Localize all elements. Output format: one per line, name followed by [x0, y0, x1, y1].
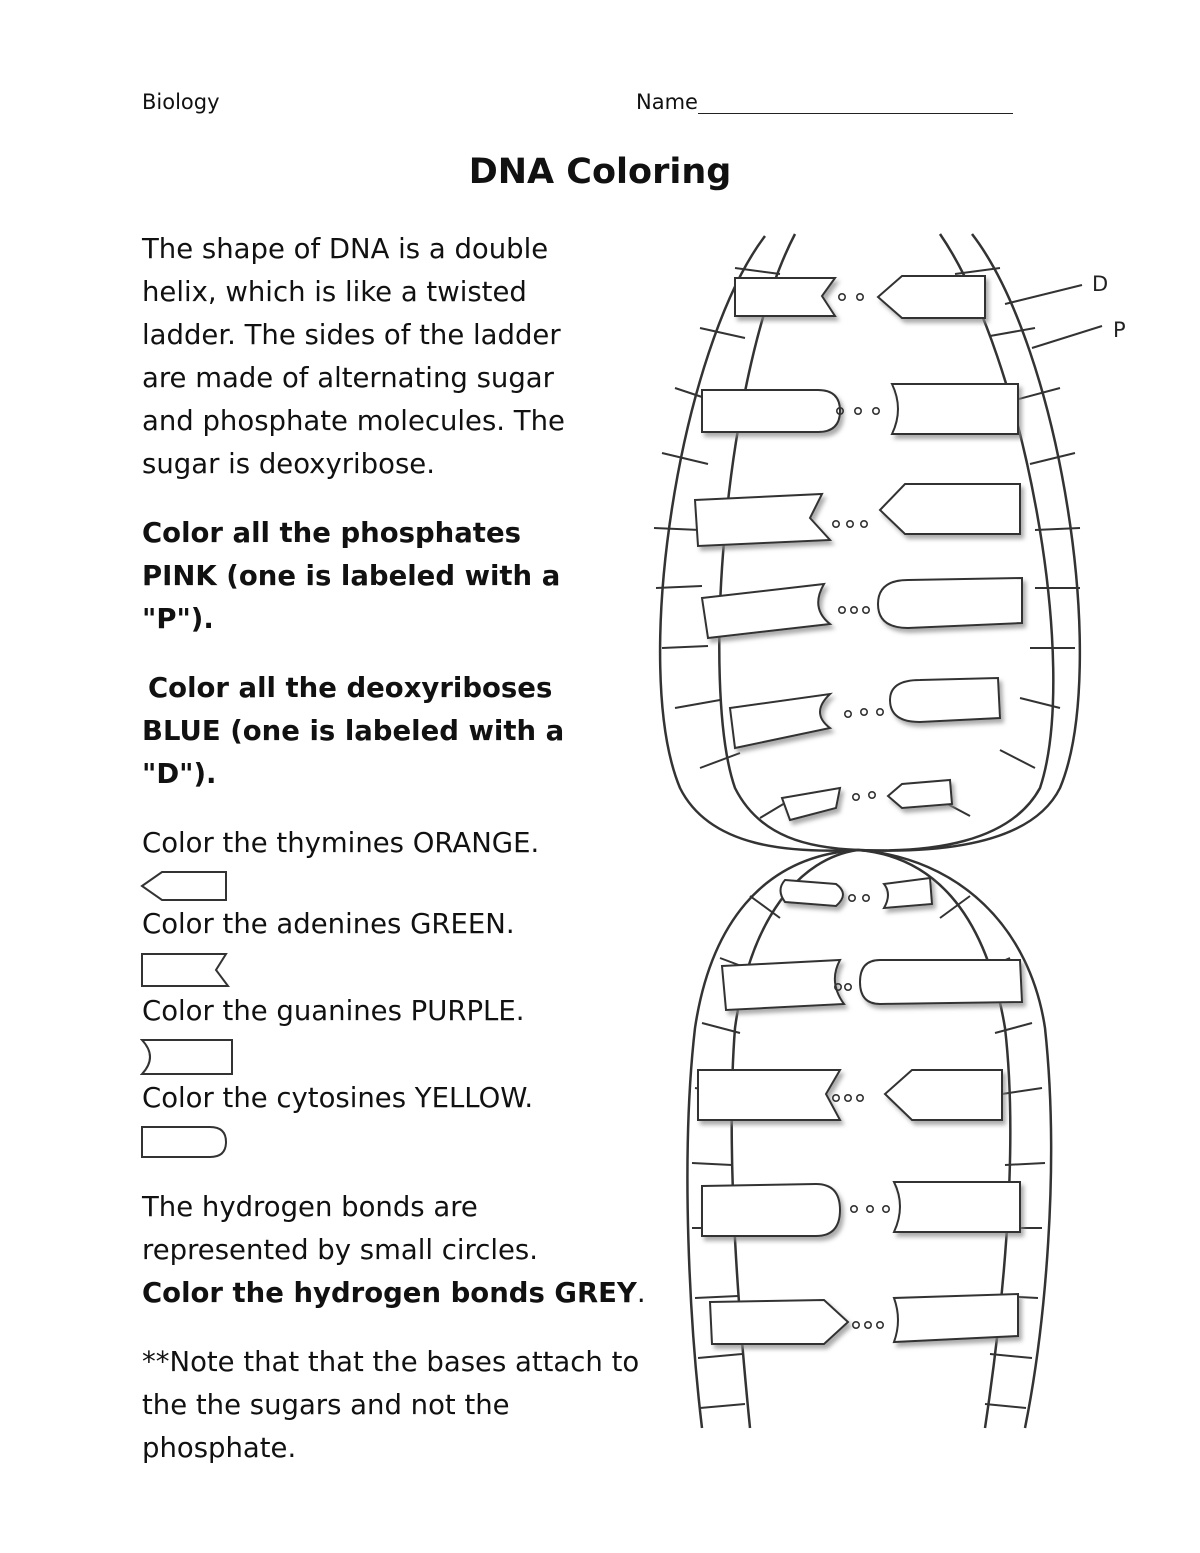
- thymine-instruction: Color the thymines ORANGE.: [142, 827, 540, 859]
- guanine-instruction: Color the guanines PURPLE.: [142, 995, 525, 1027]
- cytosine-instruction: Color the cytosines YELLOW.: [142, 1082, 534, 1114]
- dna-helix-svg: D P: [653, 233, 1126, 1429]
- name-field[interactable]: Name: [636, 90, 1013, 114]
- deoxyribose-label: D: [1092, 272, 1108, 296]
- phosphate-label: P: [1113, 318, 1126, 342]
- adenine-instruction: Color the adenines GREEN.: [142, 908, 515, 940]
- hbond-instruction: Color the hydrogen bonds GREY: [142, 1277, 637, 1309]
- cytosine-shape-icon: [141, 1126, 228, 1158]
- thymine-shape-icon: [140, 871, 227, 901]
- phosphate-instruction: Color all the phosphates PINK (one is la…: [142, 517, 561, 635]
- deoxyribose-instruction: Color all the deoxyriboses BLUE (one is …: [142, 672, 565, 790]
- note-paragraph: **Note that that the bases attach to the…: [142, 1346, 640, 1464]
- intro-paragraph: The shape of DNA is a double helix, whic…: [142, 233, 565, 480]
- instructions-column: The shape of DNA is a double helix, whic…: [140, 228, 652, 1470]
- dna-double-helix-diagram: D P: [640, 228, 1140, 1438]
- name-label: Name: [636, 90, 698, 114]
- hbond-description: The hydrogen bonds are represented by sm…: [142, 1191, 538, 1266]
- subject-label: Biology: [142, 90, 220, 114]
- name-blank-line[interactable]: [697, 91, 1013, 114]
- guanine-shape-icon: [140, 1039, 233, 1075]
- adenine-shape-icon: [141, 953, 230, 987]
- page-title: DNA Coloring: [468, 152, 732, 192]
